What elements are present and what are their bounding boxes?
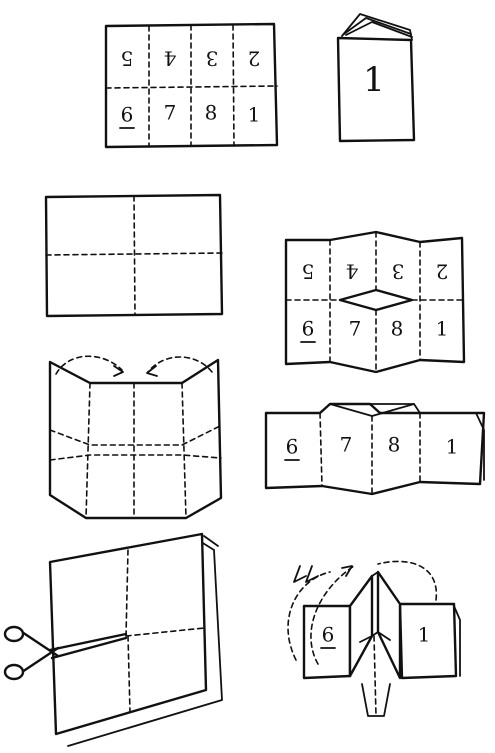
panel-number-top-4: 2 (436, 260, 449, 284)
strip-number-4: 1 (446, 435, 459, 459)
step-6-push-open: 6 7 8 1 (266, 404, 484, 494)
book-page-number-2: 1 (418, 623, 431, 647)
page-number-top-3: 3 (206, 47, 219, 71)
panel-number-top-2: 4 (346, 260, 359, 284)
page-number-top-2: 4 (164, 47, 177, 71)
page-number-bottom-2: 7 (164, 101, 177, 125)
panel-number-bottom-4: 1 (436, 317, 449, 341)
panel-number-bottom-3: 8 (391, 317, 404, 341)
step-4-slit-panel: 5 4 3 2 6 7 8 1 (286, 232, 464, 372)
step-1-page-layout: 5 4 3 2 6 7 8 1 (106, 24, 277, 147)
book-page-number-1: 6 (322, 623, 335, 647)
strip-number-2: 7 (340, 433, 353, 457)
page-number-bottom-3: 8 (205, 101, 218, 125)
panel-number-bottom-1: 6 (302, 317, 315, 341)
page-number-top-4: 2 (248, 47, 261, 71)
step-5-fold-edges-in (50, 356, 221, 518)
panel-number-bottom-2: 7 (349, 317, 362, 341)
step-8-fold-into-book: 6 1 (288, 561, 460, 716)
step-2-finished-booklet: 1 (338, 14, 414, 141)
strip-number-1: 6 (286, 435, 299, 459)
page-number-bottom-4: 1 (248, 103, 261, 127)
strip-number-3: 8 (388, 433, 401, 457)
booklet-cover-number: 1 (363, 60, 385, 100)
step-3-fold-quarters (46, 195, 222, 316)
step-7-cut-middle (5, 534, 222, 746)
scissors-icon (5, 627, 58, 679)
panel-number-top-3: 3 (392, 260, 405, 284)
panel-number-top-1: 5 (302, 260, 315, 284)
page-number-bottom-1: 6 (121, 103, 134, 127)
page-number-top-1: 5 (121, 47, 134, 71)
